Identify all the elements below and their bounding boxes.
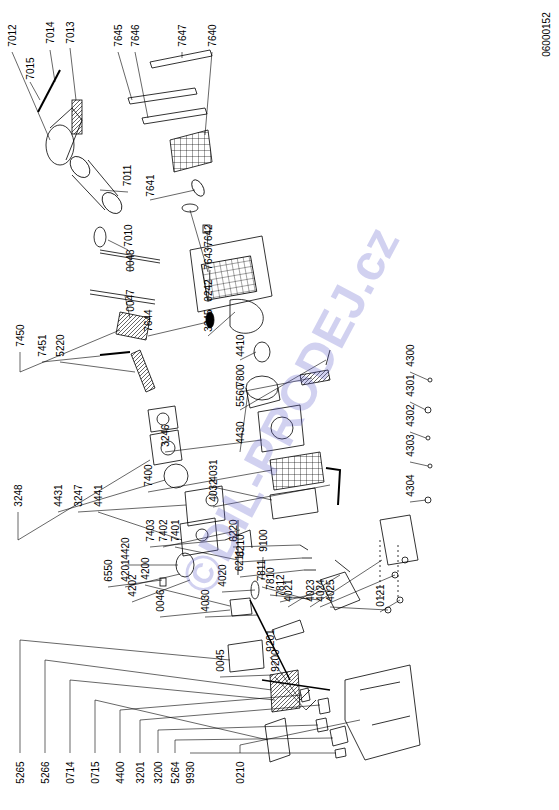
callout-number: 3246 bbox=[160, 424, 171, 446]
callout-number: 7647 bbox=[177, 24, 188, 46]
callout-number: 6550 bbox=[103, 559, 114, 581]
filter bbox=[128, 88, 197, 104]
display-board bbox=[270, 670, 300, 712]
callout-number: 4431 bbox=[53, 484, 64, 506]
callout-number: 7640 bbox=[207, 24, 218, 46]
screw bbox=[300, 690, 316, 710]
callout-number: 7010 bbox=[123, 224, 134, 246]
callout-number: 0210 bbox=[235, 761, 246, 783]
cover bbox=[228, 640, 264, 672]
callout-number: 4025 bbox=[325, 579, 336, 601]
callout-number: 7450 bbox=[15, 324, 26, 346]
callout-number: 7642 bbox=[203, 224, 214, 246]
callout-number: 0715 bbox=[90, 761, 101, 783]
callout-number: 4301 bbox=[405, 374, 416, 396]
callout-number: 4024 bbox=[315, 579, 326, 601]
callout-number: 4303 bbox=[405, 434, 416, 456]
callout-number: 5220 bbox=[55, 334, 66, 356]
callout-number: 4304 bbox=[405, 474, 416, 496]
panel bbox=[380, 515, 418, 565]
callout-number: 3200 bbox=[153, 761, 164, 783]
callout-number: 4200 bbox=[140, 557, 151, 579]
callout-number: 3248 bbox=[13, 484, 24, 506]
drawing-number: 06000152 bbox=[541, 12, 552, 57]
callout-number: 4300 bbox=[405, 344, 416, 366]
hose bbox=[72, 160, 118, 210]
heater bbox=[131, 350, 155, 392]
callout-number: 7641 bbox=[145, 174, 156, 196]
callout-number: 7451 bbox=[37, 334, 48, 356]
callout-number: 4031 bbox=[208, 459, 219, 481]
pipe bbox=[326, 468, 340, 505]
callout-number: 0242 bbox=[203, 279, 214, 301]
callout-number: 4441 bbox=[93, 484, 104, 506]
fan-housing bbox=[230, 299, 263, 333]
callout-number: 4021 bbox=[283, 579, 294, 601]
callout-number: 7403 bbox=[145, 519, 156, 541]
callout-number: 0045 bbox=[215, 649, 226, 671]
screw bbox=[425, 378, 432, 503]
callout-number: 0046 bbox=[155, 589, 166, 611]
callout-number: 7013 bbox=[65, 21, 76, 43]
callout-number: 7011 bbox=[122, 164, 133, 186]
filter bbox=[150, 50, 212, 68]
back-panel bbox=[190, 236, 272, 312]
callout-number: 4023 bbox=[305, 579, 316, 601]
callout-number: 7012 bbox=[7, 24, 18, 46]
compressor bbox=[272, 620, 304, 640]
callout-number: 4302 bbox=[405, 404, 416, 426]
callout-number: 7800 bbox=[235, 364, 246, 386]
screw bbox=[385, 557, 408, 613]
callout-number: 7643 bbox=[203, 247, 214, 269]
callout-number: 7015 bbox=[25, 57, 36, 79]
clip bbox=[160, 578, 166, 586]
outlet-nozzle bbox=[46, 125, 74, 165]
tube bbox=[250, 600, 290, 680]
callout-number: 3201 bbox=[135, 761, 146, 783]
callout-number: 0047 bbox=[125, 289, 136, 311]
motor-mount bbox=[254, 342, 270, 362]
callout-number: 5265 bbox=[15, 761, 26, 783]
callout-number: 0714 bbox=[65, 761, 76, 783]
callout-number: 4202 bbox=[127, 574, 138, 596]
callout-number: 7400 bbox=[143, 464, 154, 486]
callout-number: 7401 bbox=[170, 519, 181, 541]
callout-number: 9100 bbox=[258, 529, 269, 551]
callout-number: 5264 bbox=[170, 761, 181, 783]
callout-number: 4400 bbox=[115, 761, 126, 783]
callout-number: 7645 bbox=[113, 24, 124, 46]
callout-number: 3245 bbox=[203, 309, 214, 331]
callout-number: 9201 bbox=[265, 629, 276, 651]
front-grille bbox=[265, 718, 290, 762]
callout-number: 7402 bbox=[158, 519, 169, 541]
hose-adapter bbox=[94, 227, 106, 247]
fan bbox=[164, 464, 188, 488]
filter bbox=[142, 108, 207, 124]
callout-number: 9200 bbox=[270, 649, 281, 671]
filter-frame bbox=[170, 130, 212, 172]
callout-number: 9930 bbox=[185, 761, 196, 783]
outlet-flap bbox=[38, 70, 60, 112]
callout-number: 7644 bbox=[143, 309, 154, 331]
leader-line bbox=[12, 48, 428, 753]
callout-number: 5560 bbox=[235, 384, 246, 406]
callout-number: 7646 bbox=[130, 24, 141, 46]
grille bbox=[72, 100, 82, 134]
bracket bbox=[230, 598, 252, 616]
callout-number: 0048 bbox=[125, 249, 136, 271]
callout-number: 4420 bbox=[120, 537, 131, 559]
callout-number: 3247 bbox=[73, 484, 84, 506]
callout-number: 0121 bbox=[375, 584, 386, 606]
callout-number: 7014 bbox=[45, 21, 56, 43]
base-housing bbox=[345, 665, 420, 760]
rail bbox=[90, 290, 155, 304]
callout-number: 7810 bbox=[265, 567, 276, 589]
callout-number: 4410 bbox=[235, 334, 246, 356]
callout-number: 5266 bbox=[40, 761, 51, 783]
